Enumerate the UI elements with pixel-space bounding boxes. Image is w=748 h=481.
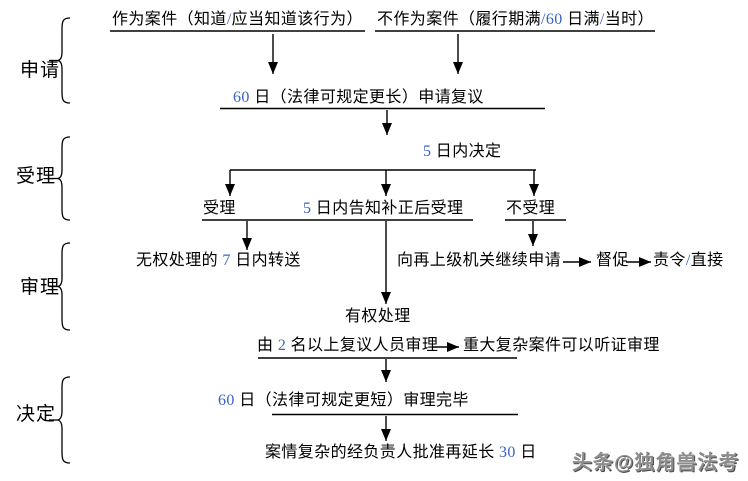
underlines	[110, 30, 655, 416]
node-continue-apply: 向再上级机关继续申请	[397, 252, 562, 269]
stage-label-accept: 受理	[16, 166, 57, 187]
node-accept: 受理	[203, 200, 236, 217]
node-no-power-transfer: 无权处理的 7 日内转送	[136, 252, 301, 269]
watermark-toutiao: 头条@独角兽法考	[572, 452, 740, 474]
brace-decide	[56, 376, 71, 464]
node-omission-case: 不作为案件（履行期满/60 日满/当时）	[377, 11, 654, 28]
flow-arrows	[225, 34, 651, 441]
node-complex-extend: 案情复杂的经负责人批准再延长 30 日	[265, 444, 537, 461]
node-major-case-hearing: 重大复杂案件可以听证审理	[463, 337, 660, 354]
node-notify-correct: 5 日内告知补正后受理	[303, 200, 464, 217]
node-reject: 不受理	[506, 200, 556, 217]
stage-label-apply: 申请	[20, 60, 61, 81]
node-apply-review: 60 日（法律可规定更长）申请复议	[233, 89, 484, 106]
brace-accept	[56, 136, 71, 221]
node-act-case: 作为案件（知道/应当知道该行为）	[112, 11, 363, 28]
stage-label-trial: 审理	[20, 277, 61, 298]
node-has-power: 有权处理	[345, 308, 411, 325]
stage-braces	[49, 17, 71, 464]
node-order-direct: 责令/直接	[653, 252, 724, 269]
node-supervise: 督促	[596, 252, 629, 269]
node-two-reviewers: 由 2 名以上复议人员审理	[257, 337, 439, 354]
stage-label-decide: 决定	[16, 404, 57, 425]
node-review-complete: 60 日（法律可规定更短）审理完毕	[218, 392, 469, 409]
node-decide-5days: 5 日内决定	[423, 143, 502, 160]
